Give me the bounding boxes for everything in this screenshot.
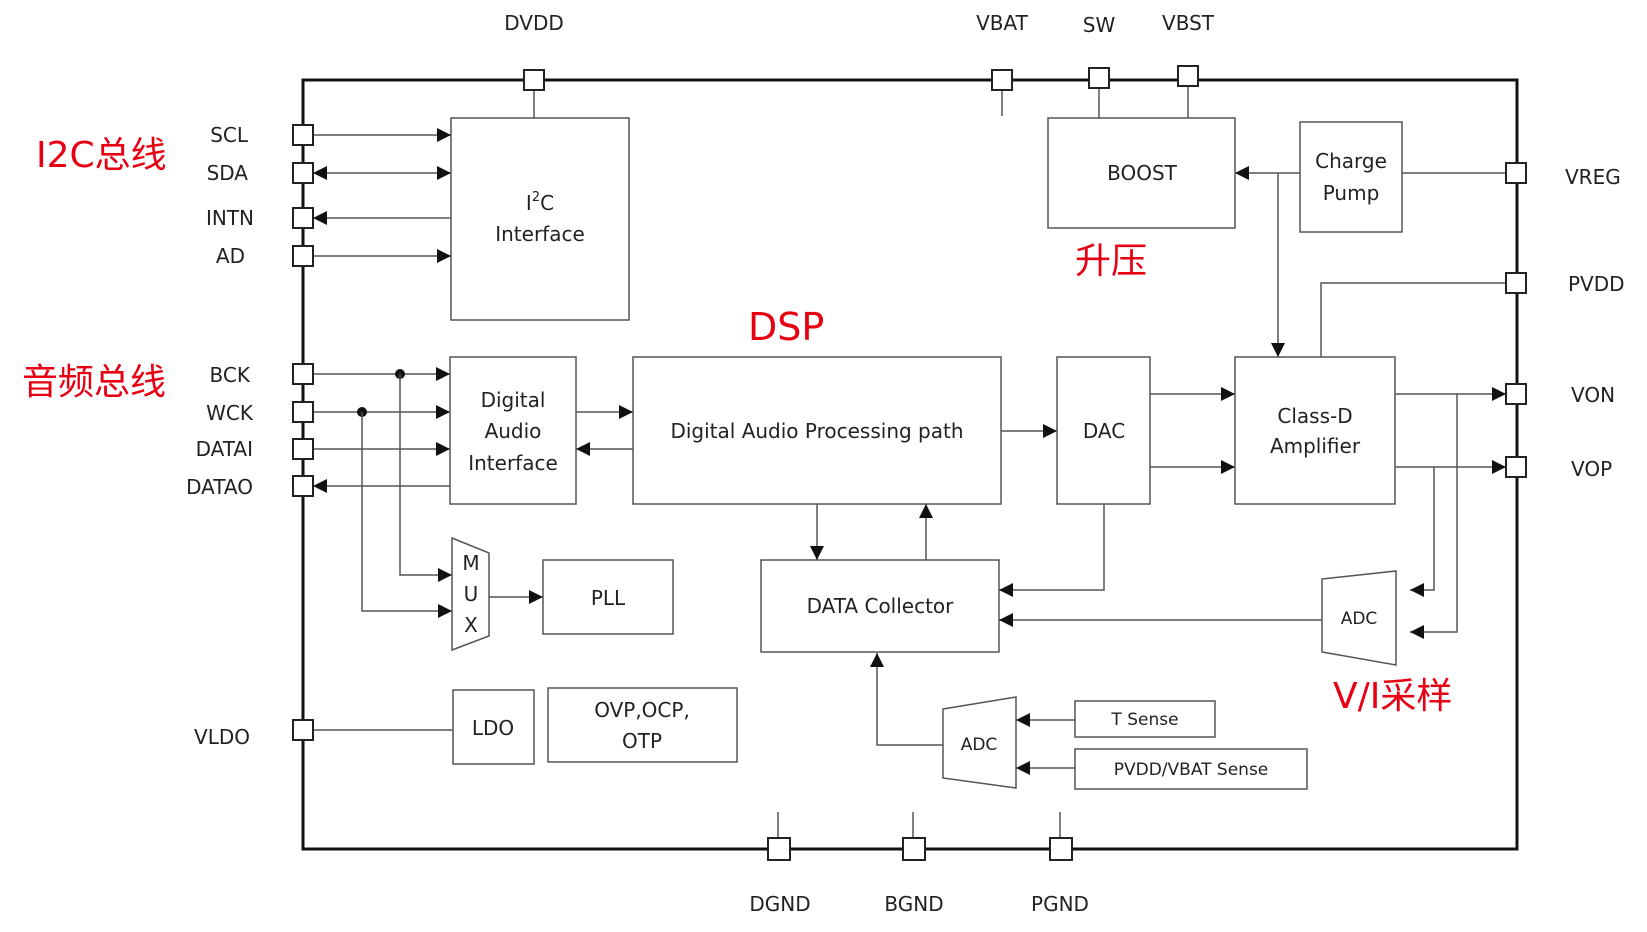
class-d-amplifier-block: [1234, 356, 1396, 505]
pin-label-bgnd: BGND: [884, 892, 943, 916]
pin-bck[interactable]: BCK: [210, 363, 450, 387]
pin-label-wck: WCK: [206, 401, 254, 425]
pin-label-vop: VOP: [1571, 457, 1612, 481]
pin-label-ad: AD: [216, 244, 245, 268]
mux-block: [451, 536, 490, 652]
i2c-interface-title: I2C: [526, 190, 554, 215]
wire-wck-to-mux: [361, 412, 452, 618]
pin-sda[interactable]: SDA: [207, 161, 451, 185]
pin-dvdd[interactable]: DVDD: [504, 11, 564, 118]
pin-vldo[interactable]: VLDO: [194, 719, 453, 749]
annotation-i2c-bus: I2C总线: [36, 135, 167, 176]
wire-vop-to-adc: [1410, 467, 1435, 597]
pll-block: [542, 559, 674, 635]
data-collector-block: [760, 559, 1000, 653]
pin-label-dvdd: DVDD: [504, 11, 564, 35]
mux-letter-m: M: [462, 551, 479, 575]
annotation-boost: 升压: [1075, 241, 1147, 282]
protection-line-1: OVP,OCP,: [594, 698, 690, 722]
mux-letter-x: X: [464, 613, 478, 637]
pin-label-dgnd: DGND: [749, 892, 810, 916]
class-d-line-2: Amplifier: [1270, 434, 1361, 458]
i2c-interface-block: [450, 117, 630, 321]
pin-label-datao: DATAO: [186, 475, 253, 499]
pin-label-von: VON: [1571, 383, 1615, 407]
protection-line-2: OTP: [622, 729, 662, 753]
dsp-processing-label: Digital Audio Processing path: [670, 419, 963, 443]
pin-wck[interactable]: WCK: [206, 401, 450, 425]
dai-line-3: Interface: [468, 451, 558, 475]
pin-scl[interactable]: SCL: [210, 123, 451, 147]
annotation-audio-bus: 音频总线: [22, 362, 166, 403]
adc-vi-block: [1321, 570, 1397, 666]
pin-vop[interactable]: VOP: [1395, 456, 1612, 481]
ldo-label: LDO: [472, 716, 514, 740]
pin-pgnd[interactable]: PGND: [1031, 812, 1089, 916]
pvdd-vbat-sense-label: PVDD/VBAT Sense: [1114, 760, 1269, 780]
data-collector-label: DATA Collector: [807, 594, 955, 618]
wire-dac-to-collector: [999, 504, 1105, 597]
pin-label-bck: BCK: [210, 363, 251, 387]
pin-label-scl: SCL: [210, 123, 249, 147]
pin-sw[interactable]: SW: [1083, 13, 1116, 118]
pin-label-pvdd: PVDD: [1568, 272, 1625, 296]
wire-bck-to-mux: [399, 374, 452, 582]
pin-datao[interactable]: DATAO: [186, 475, 450, 499]
adc-vi-label: ADC: [1341, 609, 1378, 629]
dsp-processing-block: [632, 356, 1002, 505]
charge-pump-line-1: Charge: [1315, 149, 1387, 173]
t-sense-label: T Sense: [1110, 710, 1178, 730]
pin-label-vbst: VBST: [1162, 11, 1215, 35]
wire-von-to-adc: [1410, 394, 1458, 639]
pin-vbst[interactable]: VBST: [1162, 11, 1215, 118]
adc-sense-block: [942, 696, 1017, 789]
wire-adc-sense-to-collector: [870, 653, 943, 746]
pin-bgnd[interactable]: BGND: [884, 812, 944, 916]
pin-vbat[interactable]: VBAT: [976, 11, 1029, 116]
pin-vreg[interactable]: VREG: [1402, 162, 1621, 189]
i2c-interface-subtitle: Interface: [495, 222, 585, 246]
dai-line-2: Audio: [485, 419, 542, 443]
pll-label: PLL: [591, 586, 626, 610]
pin-label-vreg: VREG: [1565, 165, 1621, 189]
annotation-vi-sampling: V/I采样: [1333, 676, 1452, 717]
ldo-block: [452, 689, 535, 765]
dai-line-1: Digital: [481, 388, 546, 412]
charge-pump-block: [1299, 121, 1403, 233]
boost-label: BOOST: [1107, 161, 1178, 185]
t-sense-block: [1074, 700, 1216, 738]
adc-sense-label: ADC: [961, 735, 998, 755]
pin-von[interactable]: VON: [1395, 383, 1615, 407]
pvdd-vbat-sense-block: [1074, 748, 1308, 790]
dac-block: [1056, 356, 1151, 505]
dac-label: DAC: [1083, 419, 1125, 443]
pin-datai[interactable]: DATAI: [196, 437, 450, 461]
annotation-dsp: DSP: [748, 305, 824, 349]
pin-intn[interactable]: INTN: [206, 206, 451, 230]
class-d-line-1: Class-D: [1277, 404, 1352, 428]
boost-block: [1047, 117, 1236, 229]
pin-ad[interactable]: AD: [216, 244, 451, 268]
digital-audio-interface-block: [449, 356, 577, 505]
pin-label-sw: SW: [1083, 13, 1116, 37]
pin-dgnd[interactable]: DGND: [749, 812, 811, 916]
pin-label-datai: DATAI: [196, 437, 253, 461]
pin-label-vbat: VBAT: [976, 11, 1029, 35]
pin-label-vldo: VLDO: [194, 725, 250, 749]
mux-letter-u: U: [464, 582, 479, 606]
pin-label-sda: SDA: [207, 161, 249, 185]
protection-block: [547, 687, 738, 763]
pin-pvdd[interactable]: PVDD: [1320, 272, 1625, 357]
pin-label-intn: INTN: [206, 206, 254, 230]
charge-pump-line-2: Pump: [1323, 181, 1380, 205]
pin-label-pgnd: PGND: [1031, 892, 1089, 916]
